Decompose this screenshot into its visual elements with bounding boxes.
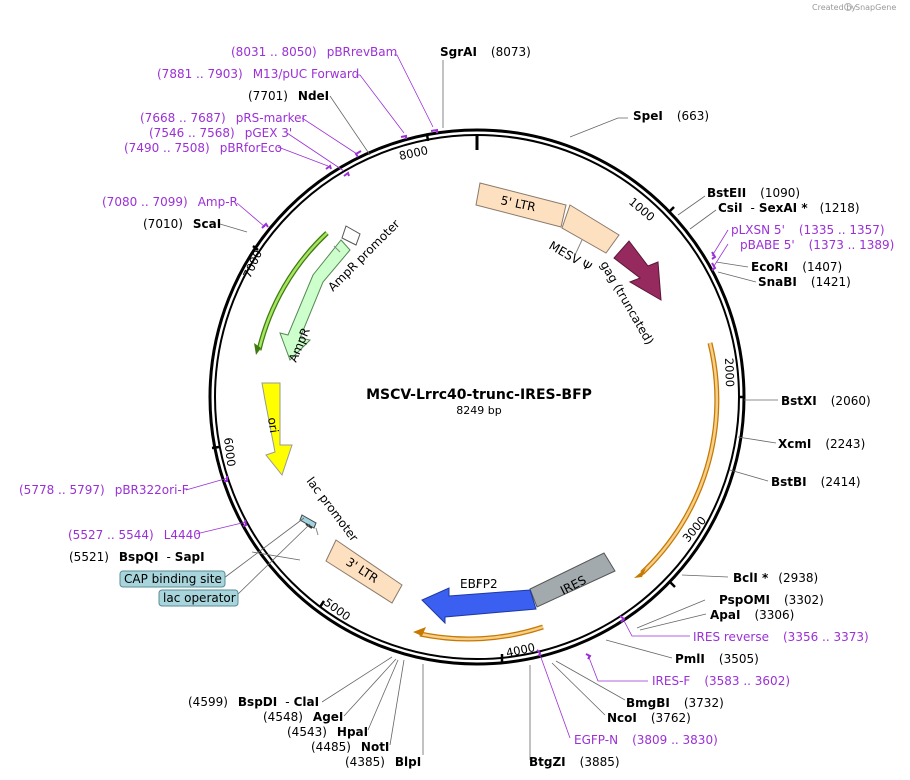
snapgene-credit: Created by SnapGene	[812, 2, 896, 12]
enzyme-labels: SgrAI(8073) SpeI(663) BstEII(1090) CsiI-…	[69, 45, 871, 769]
enzyme-hpai: (4543)HpaI	[287, 725, 368, 739]
primer-plxsn-5: pLXSN 5'(1335 .. 1357)	[731, 223, 885, 237]
gag-feature	[613, 240, 662, 301]
psi-feature	[561, 204, 620, 254]
ori-label: ori	[265, 416, 281, 433]
enzyme-bsteii: BstEII(1090)	[707, 186, 800, 200]
primer-amp-r: (7080 .. 7099)Amp-R	[102, 195, 238, 209]
enzyme-ncoi: NcoI(3762)	[607, 711, 691, 725]
primer-leaders	[185, 54, 729, 739]
primer-ires-reverse: IRES reverse(3356 .. 3373)	[693, 630, 869, 644]
enzyme-spei: SpeI(663)	[633, 109, 709, 123]
primer-prs-marker: (7668 .. 7687)pRS-marker	[140, 111, 306, 125]
enzyme-bspdi-clai: (4599)BspDI-ClaI	[188, 695, 319, 709]
enzyme-blpi: (4385)BlpI	[345, 755, 421, 769]
lac-operator-label: lac operator	[163, 591, 236, 605]
primer-pbrforeco: (7490 .. 7508)pBRforEco	[124, 141, 282, 155]
enzyme-pspomi: PspOMI(3302)	[719, 593, 824, 607]
ebfp2-feature	[421, 587, 537, 625]
enzyme-noti: (4485)NotI	[311, 740, 389, 754]
enzyme-bstxi: BstXI(2060)	[781, 394, 871, 408]
ltr3-feature	[325, 539, 403, 604]
primer-pbrrevbam: (8031 .. 8050)pBRrevBam	[231, 45, 397, 59]
tick-label-8000: 8000	[398, 143, 430, 163]
plasmid-name: MSCV-Lrrc40-trunc-IRES-BFP	[366, 387, 592, 403]
ires-feature	[529, 552, 616, 608]
primer-m13-puc-forward: (7881 .. 7903)M13/pUC Forward	[157, 67, 359, 81]
ebfp2-label: EBFP2	[460, 577, 498, 591]
enzyme-csii-sexai: CsiI-SexAI *(1218)	[718, 201, 860, 215]
enzyme-bcli: BclI *(2938)	[733, 571, 818, 585]
enzyme-bspqi-sapi: (5521)BspQI-SapI	[69, 550, 205, 564]
tick-label-4000: 4000	[505, 640, 537, 660]
enzyme-pmli: PmlI(3505)	[675, 652, 759, 666]
plasmid-length: 8249 bp	[456, 404, 501, 417]
brand-text: SnapGene	[855, 3, 896, 12]
enzyme-scai: (7010)ScaI	[143, 217, 221, 231]
credit-text: Created by	[812, 3, 856, 12]
primer-egfp-n: EGFP-N(3809 .. 3830)	[574, 733, 718, 747]
enzyme-ecori: EcoRI(1407)	[751, 260, 842, 274]
ampr-promoter-feature	[341, 225, 361, 246]
lac-promoter-label: lac promoter	[304, 474, 361, 544]
cap-binding-site-label: CAP binding site	[124, 572, 222, 586]
primer-pbabe-5: pBABE 5'(1373 .. 1389)	[740, 238, 894, 252]
enzyme-btgzi: BtgZI(3885)	[529, 755, 620, 769]
primer-sites	[224, 128, 717, 660]
ori-feature	[261, 382, 293, 477]
tick-label-6000: 6000	[221, 437, 238, 468]
tick-label-2000: 2000	[722, 358, 737, 388]
tick-label-1000: 1000	[626, 195, 657, 225]
orf-arc-right	[640, 342, 720, 575]
primer-ires-f: IRES-F(3583 .. 3602)	[652, 674, 790, 688]
psi-label: MESV Ψ	[547, 238, 595, 274]
enzyme-ndei: (7701)NdeI	[248, 89, 329, 103]
ltr5-feature	[475, 182, 567, 228]
enzyme-bstbi: BstBI(2414)	[771, 475, 861, 489]
enzyme-sgrai: SgrAI(8073)	[440, 45, 531, 59]
ampr-feature	[279, 239, 351, 361]
lac-operator-box: lac operator	[158, 589, 239, 607]
tick-label-7000: 7000	[240, 248, 265, 280]
cap-binding-site-box: CAP binding site	[119, 570, 226, 588]
primer-l4440: (5527 .. 5544)L4440	[68, 528, 201, 542]
snapgene-logo-icon	[843, 2, 853, 12]
primer-pgex-3: (7546 .. 7568)pGEX 3'	[149, 126, 292, 140]
enzyme-xcmi: XcmI(2243)	[778, 437, 865, 451]
enzyme-snabi: SnaBI(1421)	[758, 275, 851, 289]
enzyme-leaders	[219, 60, 778, 760]
enzyme-apai: ApaI(3306)	[710, 608, 794, 622]
primer-labels: (8031 .. 8050)pBRrevBam (7881 .. 7903)M1…	[19, 45, 894, 747]
primer-pbr322ori-f: (5778 .. 5797)pBR322ori-F	[19, 483, 189, 497]
enzyme-bmgbi: BmgBI(3732)	[626, 696, 724, 710]
enzyme-agei: (4548)AgeI	[263, 710, 343, 724]
